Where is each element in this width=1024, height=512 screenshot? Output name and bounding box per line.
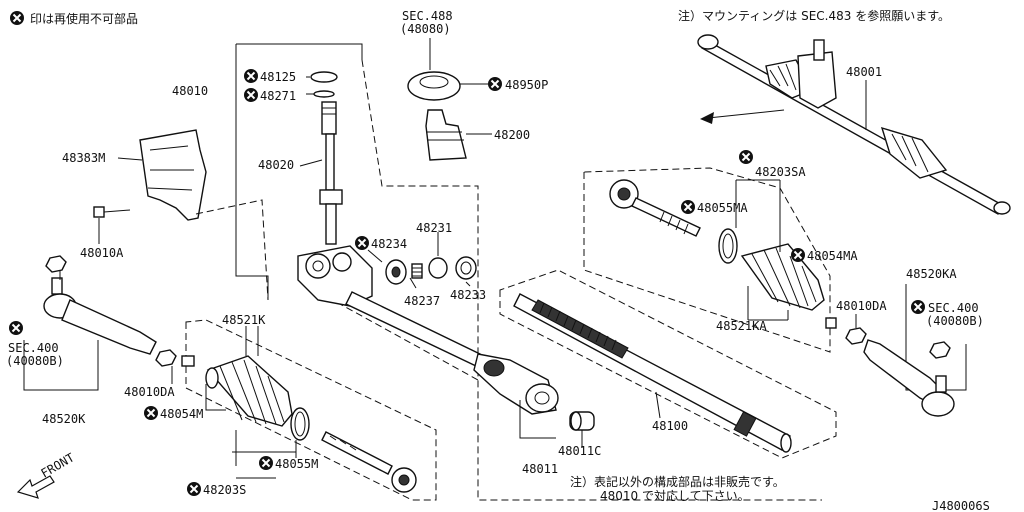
callout-48020: 48020 bbox=[258, 158, 294, 172]
callout-sec400-right: SEC.400 bbox=[928, 301, 979, 315]
callout-48520ka: 48520KA bbox=[906, 267, 957, 281]
nut-48010da-right bbox=[845, 327, 867, 345]
boot-48200 bbox=[425, 109, 467, 161]
shield-48383m bbox=[139, 129, 207, 221]
callout-48011: 48011 bbox=[522, 462, 558, 476]
legend-text: 印は再使用不可部品 bbox=[30, 11, 138, 26]
diagram-id: J480006S bbox=[932, 499, 990, 512]
note-sale-line2: 48010 で対応して下さい。 bbox=[600, 489, 750, 503]
pinion-48020 bbox=[319, 101, 343, 245]
boot-48054m bbox=[205, 355, 293, 427]
callout-48001: 48001 bbox=[846, 65, 882, 79]
seal-48125 bbox=[310, 71, 338, 83]
plug-48231 bbox=[428, 257, 448, 279]
non-reusable-mark-icon bbox=[911, 300, 925, 314]
non-reusable-mark-icon bbox=[244, 69, 258, 83]
callout-48521k: 48521K bbox=[222, 313, 266, 327]
non-reusable-mark-icon bbox=[488, 77, 502, 91]
cover-48233 bbox=[455, 256, 477, 280]
callout-sec400-right-sub: (40080B) bbox=[926, 314, 984, 328]
non-reusable-mark-icon bbox=[244, 88, 258, 102]
boot-48054ma bbox=[740, 243, 825, 311]
tie-rod-inner-right bbox=[609, 179, 701, 237]
callout-48010a: 48010A bbox=[80, 246, 124, 260]
steering-gear-assembly-48001 bbox=[697, 34, 1011, 215]
non-reusable-mark-icon bbox=[791, 248, 805, 262]
non-reusable-mark-icon bbox=[259, 456, 273, 470]
callout-sec400-left-sub: (40080B) bbox=[6, 354, 64, 368]
callout-48010: 48010 bbox=[172, 84, 208, 98]
callout-48055ma: 48055MA bbox=[697, 201, 748, 215]
non-reusable-mark-icon bbox=[355, 236, 369, 250]
non-reusable-mark-icon bbox=[739, 150, 753, 164]
callout-48203s: 48203S bbox=[203, 483, 246, 497]
front-arrow-icon bbox=[16, 475, 55, 499]
ring-48271 bbox=[313, 90, 335, 98]
callout-sec488-sub: (48080) bbox=[400, 22, 451, 36]
clamp-48055ma bbox=[718, 228, 738, 264]
callout-48100: 48100 bbox=[652, 419, 688, 433]
nut-48010da-left bbox=[155, 349, 195, 367]
non-reusable-mark-icon bbox=[681, 200, 695, 214]
bushing-48011c bbox=[569, 411, 595, 431]
callout-48383m: 48383M bbox=[62, 151, 105, 165]
non-reusable-mark-icon bbox=[144, 406, 158, 420]
front-label: FRONT bbox=[39, 450, 77, 480]
callout-48950p: 48950P bbox=[505, 78, 548, 92]
callout-48234: 48234 bbox=[371, 237, 407, 251]
callout-48010da-left: 48010DA bbox=[124, 385, 175, 399]
callout-48237: 48237 bbox=[404, 294, 440, 308]
note-mounting: 注）マウンティングは SEC.483 を参照願います。 bbox=[678, 8, 950, 23]
callout-48054ma: 48054MA bbox=[807, 249, 858, 263]
callout-48521ka: 48521KA bbox=[716, 319, 767, 333]
non-reusable-mark-icon bbox=[10, 11, 24, 25]
tie-rod-end-right bbox=[863, 339, 955, 417]
tie-rod-end-left bbox=[43, 255, 157, 355]
direction-arrow-icon bbox=[700, 109, 785, 124]
spring-48237 bbox=[411, 263, 423, 279]
non-reusable-mark-icon bbox=[9, 321, 23, 335]
callout-48233: 48233 bbox=[450, 288, 486, 302]
note-sale-line1: 注）表記以外の構成部品は非販売です。 bbox=[570, 474, 785, 489]
callout-sec488: SEC.488 bbox=[402, 9, 453, 23]
mount-insulator bbox=[407, 71, 461, 101]
callout-48520k: 48520K bbox=[42, 412, 86, 426]
callout-48055m: 48055M bbox=[275, 457, 318, 471]
callout-48125: 48125 bbox=[260, 70, 296, 84]
callout-48011c: 48011C bbox=[558, 444, 601, 458]
callout-48010da-right: 48010DA bbox=[836, 299, 887, 313]
clip-right bbox=[825, 317, 837, 329]
bolt-48010a bbox=[93, 206, 131, 218]
clamp-48055m bbox=[290, 407, 310, 441]
rack-bar-48100 bbox=[513, 293, 792, 453]
callout-sec400-left: SEC.400 bbox=[8, 341, 59, 355]
non-reusable-mark-icon bbox=[187, 482, 201, 496]
callout-48271: 48271 bbox=[260, 89, 296, 103]
callout-48054m: 48054M bbox=[160, 407, 203, 421]
callout-48203sa: 48203SA bbox=[755, 165, 806, 179]
tie-rod-inner-left bbox=[321, 431, 417, 493]
callout-48200: 48200 bbox=[494, 128, 530, 142]
callout-48231: 48231 bbox=[416, 221, 452, 235]
rack-housing bbox=[297, 245, 559, 415]
